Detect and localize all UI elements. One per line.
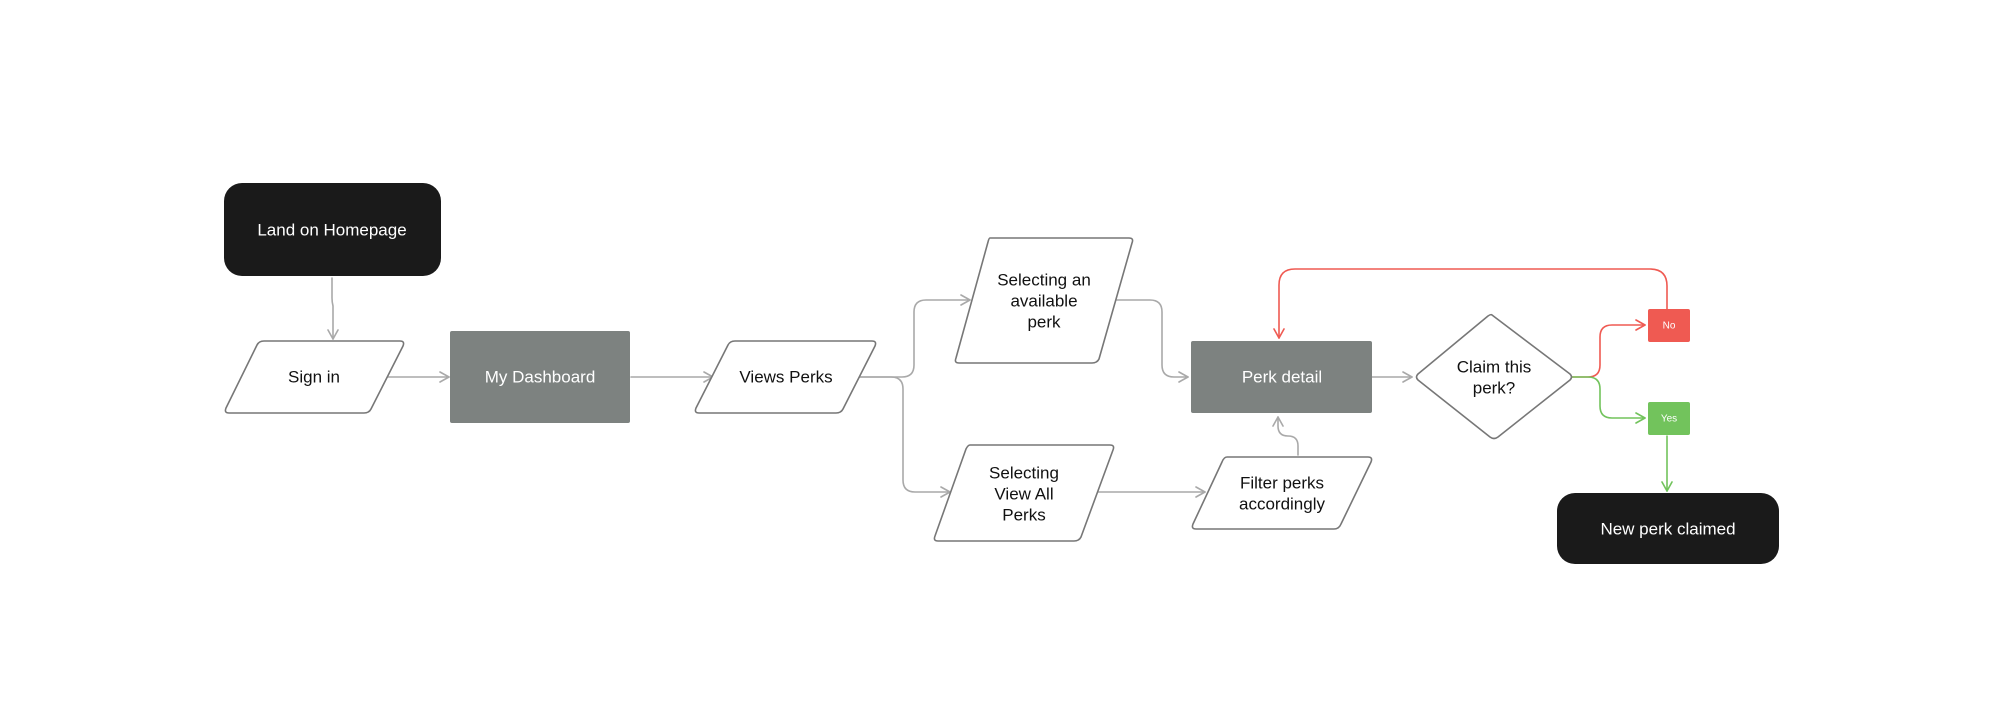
edge-decision-to-no — [1571, 319, 1646, 378]
node-no-tag: No — [1648, 309, 1690, 342]
node-views-perks-label: Views Perks — [739, 368, 832, 387]
node-my-dashboard-label: My Dashboard — [485, 368, 596, 387]
edge-decision-to-yes — [1571, 376, 1646, 424]
node-land-on-homepage: Land on Homepage — [224, 183, 441, 276]
node-selecting-available-line-1: Selecting an — [997, 271, 1091, 290]
node-new-perk-claimed: New perk claimed — [1557, 493, 1779, 564]
node-yes-label: Yes — [1661, 414, 1677, 425]
node-sign-in: Sign in — [224, 340, 405, 414]
node-new-perk-claimed-label: New perk claimed — [1600, 520, 1735, 539]
node-filter-perks: Filter perks accordingly — [1191, 456, 1373, 530]
node-no-label: No — [1663, 321, 1676, 332]
edge-selecting-available-to-perk-detail — [1116, 299, 1189, 383]
node-selecting-view-all: Selecting View All Perks — [933, 444, 1115, 542]
node-selecting-available-line-2: available — [1010, 292, 1077, 311]
node-perk-detail: Perk detail — [1191, 341, 1372, 413]
node-my-dashboard: My Dashboard — [450, 331, 630, 423]
edge-homepage-to-signin — [327, 277, 339, 340]
node-claim-decision-line-1: Claim this — [1457, 358, 1532, 377]
node-filter-perks-line-2: accordingly — [1239, 495, 1325, 514]
node-claim-decision: Claim this perk? — [1415, 313, 1573, 440]
edge-views-perks-to-selecting-available — [857, 294, 971, 378]
node-views-perks: Views Perks — [694, 340, 877, 414]
edge-no-back-to-perk-detail — [1273, 268, 1668, 339]
node-filter-perks-line-1: Filter perks — [1240, 474, 1324, 493]
node-selecting-view-all-line-2: View All — [994, 485, 1053, 504]
node-selecting-view-all-line-1: Selecting — [989, 464, 1059, 483]
node-yes-tag: Yes — [1648, 402, 1690, 435]
node-perk-detail-label: Perk detail — [1242, 368, 1322, 387]
node-claim-decision-line-2: perk? — [1473, 379, 1516, 398]
node-sign-in-label: Sign in — [288, 368, 340, 387]
node-selecting-available-perk: Selecting an available perk — [954, 237, 1134, 364]
edge-views-perks-to-view-all — [857, 376, 951, 498]
node-land-on-homepage-label: Land on Homepage — [257, 221, 406, 240]
node-selecting-available-line-3: perk — [1027, 313, 1061, 332]
node-selecting-view-all-line-3: Perks — [1002, 506, 1045, 525]
edge-filter-to-perk-detail — [1272, 416, 1299, 456]
